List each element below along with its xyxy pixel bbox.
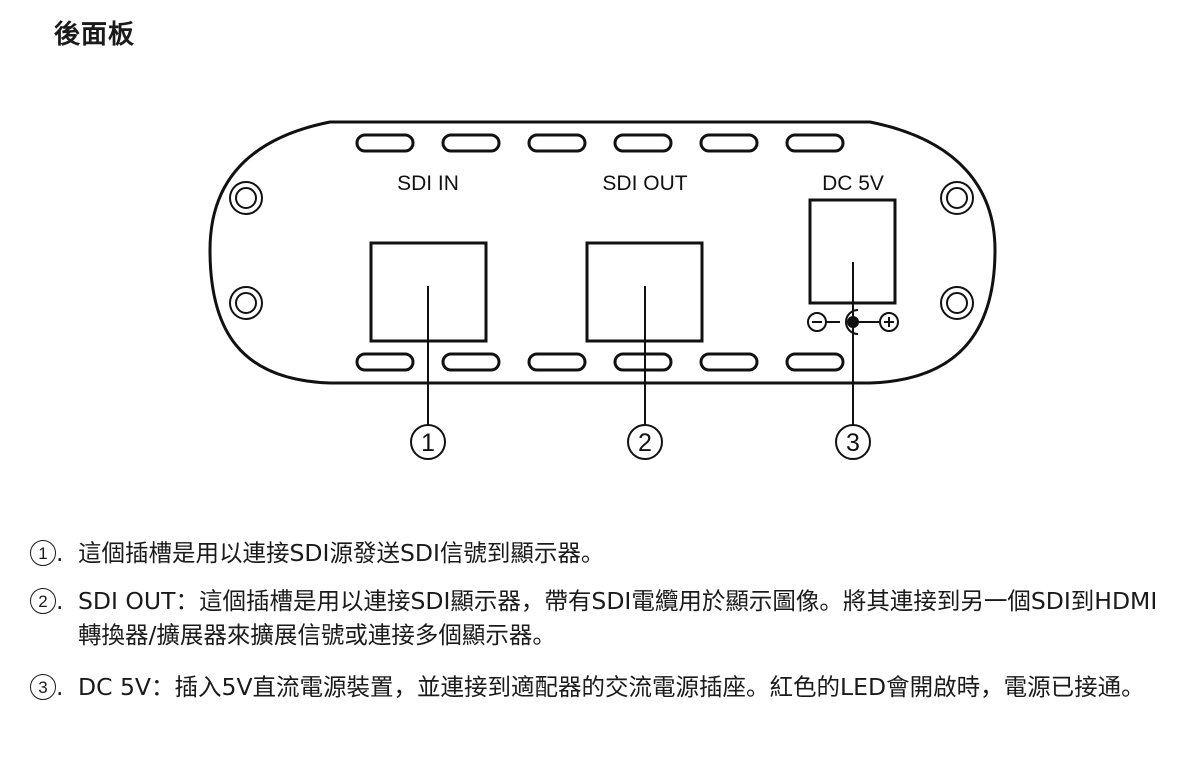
- leader-lines: [427, 262, 854, 425]
- label-sdi-in: SDI IN: [397, 172, 459, 195]
- vent-slot: [613, 352, 673, 372]
- vent-slot: [785, 133, 845, 153]
- vent-slot: [441, 133, 501, 153]
- svg-text:1: 1: [421, 429, 435, 457]
- callout-number: 1: [30, 540, 56, 566]
- vent-slot: [527, 133, 587, 153]
- vent-slot: [699, 133, 759, 153]
- description-3: 3 . DC 5V：插入5V直流電源裝置，並連接到適配器的交流電源插座。紅色的L…: [30, 670, 1174, 704]
- page-title: 後面板: [54, 20, 136, 50]
- screw-icon: [940, 286, 974, 320]
- vent-slot: [355, 352, 415, 372]
- callout-number: 3: [30, 674, 56, 700]
- panel-outline: [208, 120, 997, 385]
- description-text: 這個插槽是用以連接SDI源發送SDI信號到顯示器。: [78, 539, 605, 567]
- vent-slot: [613, 133, 673, 153]
- vent-slot: [441, 352, 501, 372]
- description-1: 1 . 這個插槽是用以連接SDI源發送SDI信號到顯示器。: [30, 536, 1174, 570]
- callout-2: 2: [627, 424, 663, 460]
- vent-slot: [699, 352, 759, 372]
- screw-icon: [229, 286, 263, 320]
- callout-1: 1: [410, 424, 446, 460]
- description-text: SDI OUT：這個插槽是用以連接SDI顯示器，帶有SDI電纜用於顯示圖像。將其…: [78, 587, 1158, 649]
- vent-slot: [355, 133, 415, 153]
- top-vents: [355, 133, 845, 153]
- plus-icon: [879, 312, 899, 332]
- callout-3: 3: [835, 424, 871, 460]
- screw-icon: [229, 181, 263, 215]
- callout-number: 2: [30, 588, 56, 614]
- svg-text:3: 3: [846, 429, 860, 457]
- vent-slot: [785, 352, 845, 372]
- svg-text:2: 2: [638, 429, 652, 457]
- screw-icon: [940, 181, 974, 215]
- label-sdi-out: SDI OUT: [602, 172, 687, 195]
- description-2: 2 . SDI OUT：這個插槽是用以連接SDI顯示器，帶有SDI電纜用於顯示圖…: [30, 584, 1174, 652]
- label-dc-5v: DC 5V: [822, 172, 884, 195]
- vent-slot: [527, 352, 587, 372]
- bottom-vents: [355, 352, 845, 372]
- description-text: DC 5V：插入5V直流電源裝置，並連接到適配器的交流電源插座。紅色的LED會開…: [78, 673, 1145, 701]
